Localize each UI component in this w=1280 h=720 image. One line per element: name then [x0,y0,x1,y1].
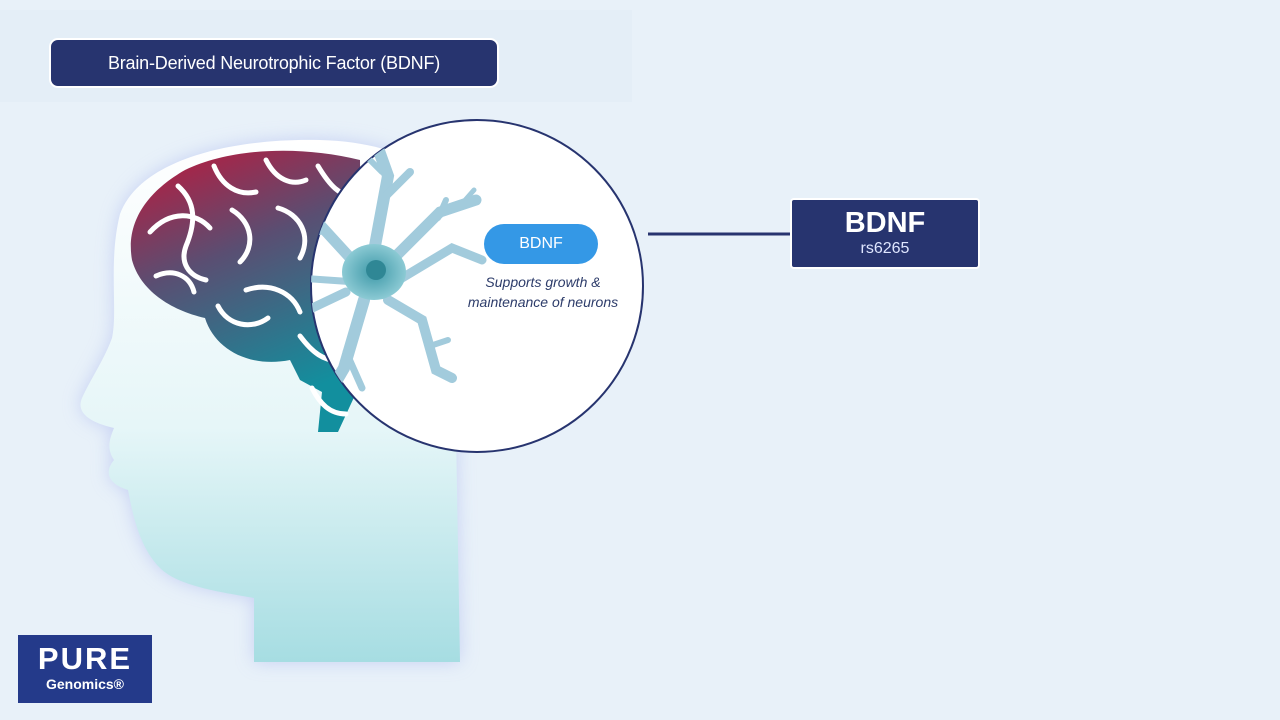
pure-genomics-logo: PURE Genomics® [18,635,152,703]
bdnf-pill: BDNF [484,224,598,264]
gene-name: BDNF [844,207,926,239]
neuron-icon [311,142,487,398]
bdnf-description: Supports growth & maintenance of neurons [438,272,648,312]
zoom-circle [310,119,644,453]
page-title: Brain-Derived Neurotrophic Factor (BDNF) [49,38,499,88]
logo-word: PURE [37,641,133,676]
gene-box: BDNF rs6265 [790,198,980,269]
logo-sub: Genomics® [45,676,124,692]
bdnf-description-line1: Supports growth & [485,274,601,290]
bdnf-description-line2: maintenance of neurons [467,294,619,310]
gene-variant-id: rs6265 [860,240,910,257]
